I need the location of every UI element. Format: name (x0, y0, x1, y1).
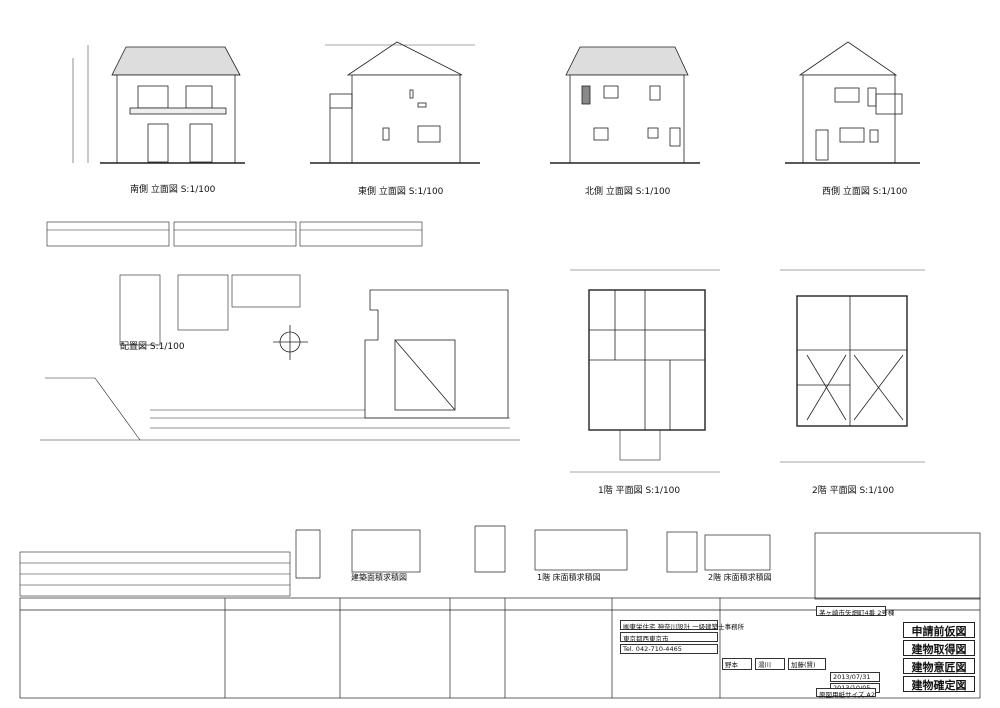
floor1-area-title: 1階 床面積求積図 (537, 572, 601, 582)
area-calc-diagrams (295, 525, 771, 579)
stamp-pre-application: 申請前仮図 (903, 622, 975, 638)
floor1-plan-title: 1階 平面図 S:1/100 (598, 485, 680, 496)
project-name: 茅ヶ崎市矢畑町4番 2号棟 (816, 606, 894, 617)
south-elevation-title: 南側 立面図 S:1/100 (130, 183, 216, 195)
south-elevation (72, 45, 245, 164)
west-elevation-title: 西側 立面図 S:1/100 (822, 185, 908, 197)
stamp-acquisition: 建物取得図 (903, 640, 975, 656)
floor2-plan-title: 2階 平面図 S:1/100 (812, 485, 894, 496)
company-address: 東京都西東京市 (620, 632, 718, 643)
legend-box (19, 551, 291, 597)
building-area-title: 建築面積求積図 (351, 572, 407, 582)
company-phone: Tel. 042-710-4465 (620, 644, 718, 654)
floor2-plan (780, 269, 925, 463)
paper-size: 原図用紙サイズ A2 (816, 688, 876, 699)
date-1: 2013/07/31 (830, 672, 880, 682)
site-plan-title: 配置図 S:1/100 (120, 341, 185, 352)
floor1-plan (570, 269, 720, 473)
east-elevation-title: 東側 立面図 S:1/100 (358, 185, 444, 197)
east-elevation (310, 41, 480, 164)
floor2-area-title: 2階 床面積求積図 (708, 572, 772, 582)
north-elevation-title: 北側 立面図 S:1/100 (585, 185, 671, 197)
ventilation-tables (46, 221, 423, 247)
checker-name: 湯川 (755, 658, 785, 670)
site-plan (40, 274, 520, 441)
north-elevation (550, 46, 700, 164)
stamp-design: 建物意匠図 (903, 658, 975, 674)
drafter-name: 野本 (722, 658, 752, 670)
approver-name: 加藤(賢) (788, 658, 826, 670)
company-name: ㈱東栄住宅 神奈川設計 一級建築士事務所 (620, 620, 744, 631)
west-elevation (785, 41, 920, 164)
stamp-final: 建物確定図 (903, 676, 975, 692)
